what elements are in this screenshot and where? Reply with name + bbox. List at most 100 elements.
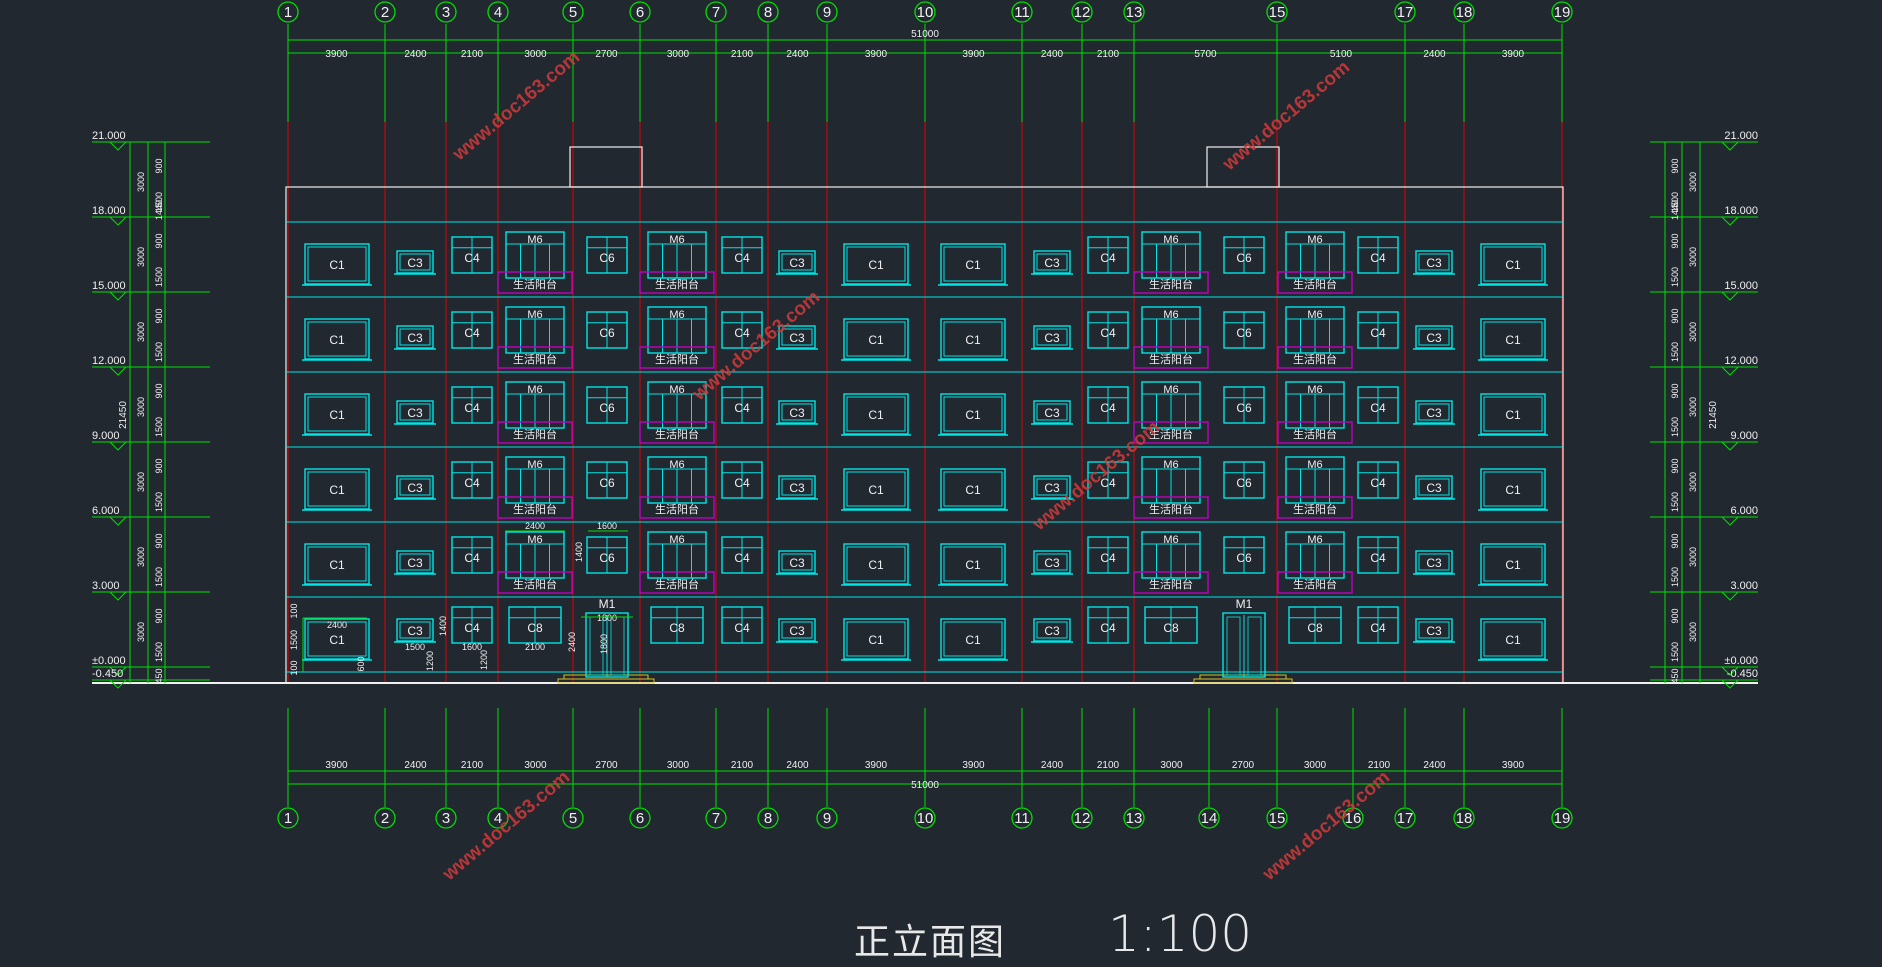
window-c1 bbox=[304, 318, 370, 360]
window-c1 bbox=[940, 243, 1006, 285]
window-c4-label: C4 bbox=[1100, 326, 1116, 340]
axis-bubble-bottom bbox=[1071, 807, 1093, 829]
level-dim-text: 900 bbox=[154, 458, 164, 473]
level-dim-text: 3000 bbox=[136, 397, 146, 417]
level-dim-text: 1500 bbox=[1670, 642, 1680, 662]
level-triangle-left bbox=[108, 679, 128, 689]
window-c3 bbox=[778, 618, 816, 642]
level-dim-text: 1440 bbox=[154, 200, 164, 220]
level-dim-text: 1500 bbox=[154, 192, 164, 212]
window-c3-inner bbox=[1036, 621, 1068, 639]
level-triangle-left bbox=[108, 591, 128, 601]
axis-label-top: 7 bbox=[712, 4, 720, 21]
window-c3 bbox=[1415, 550, 1453, 574]
door-m1-leaf bbox=[610, 616, 625, 676]
axis-label-top: 9 bbox=[823, 4, 831, 21]
level-dim-text: 3000 bbox=[1688, 547, 1698, 567]
level-dim-text: 3000 bbox=[1688, 472, 1698, 492]
window-c3-label: C3 bbox=[1044, 624, 1060, 638]
level-triangle-right bbox=[1720, 141, 1740, 151]
window-c1-label: C1 bbox=[1505, 333, 1521, 347]
axis-bubble-bottom bbox=[1198, 807, 1220, 829]
dim-top: 2400 bbox=[786, 49, 809, 60]
level-dim-text: 3000 bbox=[136, 622, 146, 642]
window-c1 bbox=[843, 243, 909, 285]
window-c3 bbox=[396, 400, 434, 424]
window-c1-label: C1 bbox=[329, 333, 345, 347]
window-c1-inner bbox=[307, 621, 367, 657]
level-dim-text: 900 bbox=[154, 383, 164, 398]
balcony-door-m6-label: M6 bbox=[669, 234, 684, 246]
axis-label-top: 15 bbox=[1269, 4, 1286, 21]
dim-bottom: 2400 bbox=[404, 760, 427, 771]
window-c3-inner bbox=[1036, 403, 1068, 421]
window-c1-label: C1 bbox=[329, 408, 345, 422]
axis-label-bottom: 12 bbox=[1074, 810, 1091, 827]
window-c1 bbox=[304, 618, 370, 660]
window-c3-label: C3 bbox=[789, 624, 805, 638]
level-dim-text: 1500 bbox=[154, 567, 164, 587]
ground-dim: 100 bbox=[289, 603, 299, 618]
window-c1-inner bbox=[307, 471, 367, 507]
window-c3 bbox=[396, 250, 434, 274]
dim-top: 3900 bbox=[325, 49, 348, 60]
axis-bubble-top bbox=[1266, 1, 1288, 23]
dim-bottom: 2400 bbox=[786, 760, 809, 771]
window-c4-label: C4 bbox=[1370, 621, 1386, 635]
window-c1 bbox=[1480, 543, 1546, 585]
balcony-door-balcony bbox=[497, 571, 573, 594]
drawing-title: 正立面图 bbox=[854, 922, 1007, 963]
dim-bottom: 2100 bbox=[461, 760, 484, 771]
ground-dim: 2400 bbox=[327, 620, 347, 630]
level-dim-text: 900 bbox=[1670, 383, 1680, 398]
window-c4-label: C4 bbox=[1370, 401, 1386, 415]
ground-dim: 600 bbox=[356, 656, 366, 671]
balcony-door-balcony bbox=[639, 271, 715, 294]
level-dim-text: 900 bbox=[154, 533, 164, 548]
window-c1-label: C1 bbox=[868, 633, 884, 647]
window-c3-inner bbox=[1418, 403, 1450, 421]
ground-dim: 1200 bbox=[479, 650, 489, 670]
dim-top: 2100 bbox=[1097, 49, 1120, 60]
window-c3 bbox=[1033, 325, 1071, 349]
window-c1 bbox=[843, 468, 909, 510]
total-width-top: 51000 bbox=[911, 29, 939, 40]
level-dim-text: 900 bbox=[1670, 458, 1680, 473]
window-c1-label: C1 bbox=[329, 633, 345, 647]
level-triangle-right bbox=[1720, 516, 1740, 526]
door-m1-label: M1 bbox=[599, 597, 616, 611]
axis-label-bottom: 6 bbox=[636, 810, 644, 827]
axis-bubble-top bbox=[1394, 1, 1416, 23]
window-c1-label: C1 bbox=[965, 333, 981, 347]
window-c1 bbox=[1480, 468, 1546, 510]
window-c1-label: C1 bbox=[329, 258, 345, 272]
balcony-door-balcony-label: 生活阳台 bbox=[513, 352, 557, 366]
ground-dim: 1400 bbox=[438, 616, 448, 636]
window-c3 bbox=[778, 475, 816, 499]
window-c3-inner bbox=[1418, 621, 1450, 639]
level-markers: 21.00018.00015.00012.0009.0006.0003.000±… bbox=[92, 130, 1758, 689]
level-dim-text: 900 bbox=[154, 308, 164, 323]
balcony-door-balcony bbox=[1277, 271, 1353, 294]
level-dim-text: 3000 bbox=[1688, 322, 1698, 342]
level-label-right: 18.000 bbox=[1724, 205, 1758, 217]
level-dim-text: 1500 bbox=[154, 492, 164, 512]
total-height-right: 21450 bbox=[1708, 401, 1719, 429]
level-triangle-right bbox=[1720, 291, 1740, 301]
window-c1-label: C1 bbox=[1505, 408, 1521, 422]
window-c3-label: C3 bbox=[1044, 406, 1060, 420]
axis-label-bottom: 2 bbox=[381, 810, 389, 827]
window-c1 bbox=[940, 318, 1006, 360]
axis-label-top: 18 bbox=[1456, 4, 1473, 21]
window-c3-label: C3 bbox=[1426, 406, 1442, 420]
balcony-door-balcony bbox=[639, 571, 715, 594]
roof-stair-box-left bbox=[569, 146, 643, 188]
window-c1 bbox=[940, 393, 1006, 435]
balcony-door-balcony-label: 生活阳台 bbox=[513, 502, 557, 516]
window-c3-inner bbox=[1418, 478, 1450, 496]
axis-bubble-bottom bbox=[435, 807, 457, 829]
level-label-left: 9.000 bbox=[92, 430, 120, 442]
level-label-right: 3.000 bbox=[1730, 580, 1758, 592]
